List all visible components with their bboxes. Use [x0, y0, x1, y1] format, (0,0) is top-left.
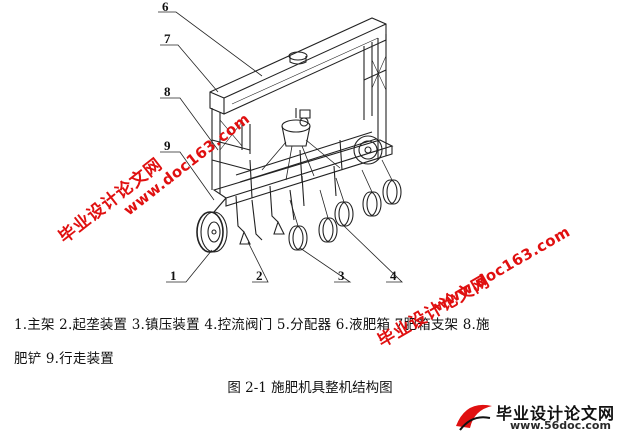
fertilizer-shanks: [235, 165, 337, 241]
callout-3: 3: [338, 268, 345, 283]
callout-6: 6: [162, 0, 169, 14]
machine-drawing: [196, 17, 402, 253]
logo-text: 毕业设计论文网: [496, 404, 616, 423]
callout-4: 4: [390, 268, 397, 283]
callout-9: 9: [164, 138, 171, 153]
logo-url: www.56doc.com: [510, 419, 611, 432]
site-logo: 毕业设计论文网 www.56doc.com: [452, 398, 617, 434]
component-legend: 1.主架 2.起垄装置 3.镇压装置 4.控流阀门 5.分配器 6.液肥箱 7肥…: [14, 308, 610, 376]
legend-line-1: 1.主架 2.起垄装置 3.镇压装置 4.控流阀门 5.分配器 6.液肥箱 7肥…: [14, 317, 490, 333]
callout-7: 7: [164, 31, 171, 46]
flow-control-valve: [299, 109, 311, 127]
callout-1: 1: [170, 268, 177, 283]
distributor: [261, 108, 341, 181]
legend-line-2: 肥铲 9.行走装置: [14, 351, 114, 367]
ridging-device: [239, 220, 285, 245]
logo-emblem-icon: [456, 404, 492, 431]
callout-2: 2: [256, 268, 263, 283]
machine-structure-drawing: 6 7 8 9 1 2 3 4: [158, 0, 403, 283]
callout-8: 8: [164, 84, 171, 99]
leader-lines: [158, 11, 403, 283]
liquid-fertilizer-tank: [209, 17, 387, 115]
callout-numbers: 6 7 8 9 1 2 3 4: [162, 0, 397, 283]
drive-sprocket: [353, 135, 383, 165]
press-wheels: [288, 159, 402, 251]
figure-caption: 图 2-1 施肥机具整机结构图: [227, 380, 393, 396]
walking-wheel: [196, 197, 228, 253]
tank-support-frame: [211, 34, 387, 194]
